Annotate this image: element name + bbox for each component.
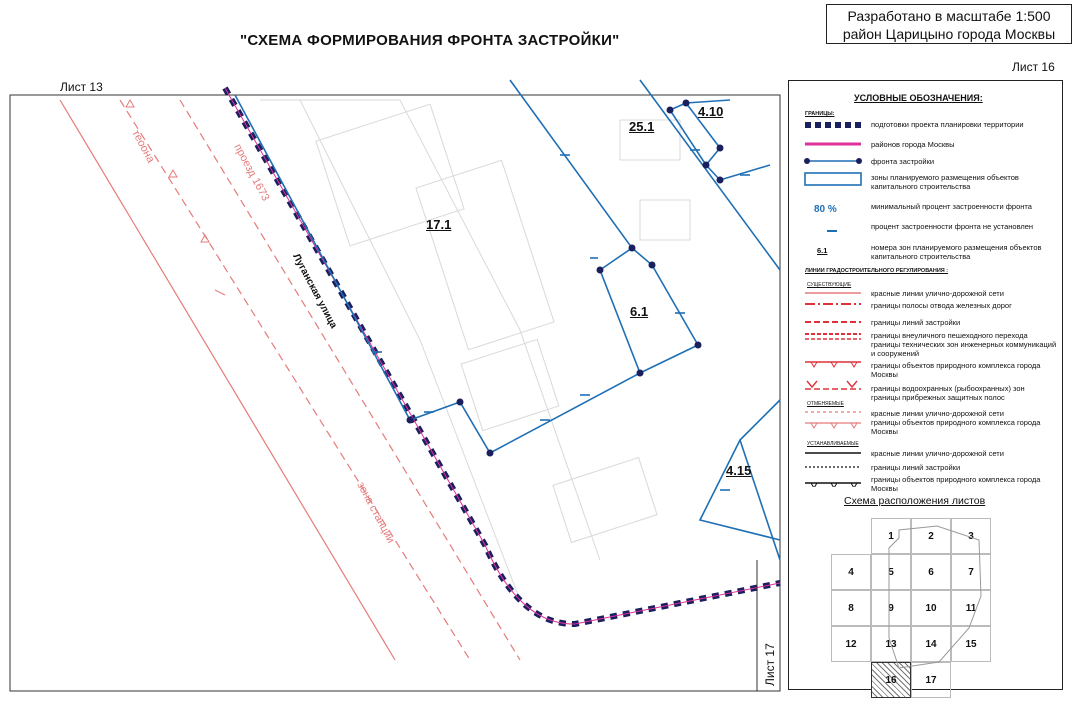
background-buildings bbox=[260, 99, 691, 601]
legend-item-districts: районов города Москвы bbox=[871, 140, 955, 149]
sheet-cell: 15 bbox=[951, 626, 991, 662]
zone-label-25-1: 25.1 bbox=[629, 119, 655, 134]
sheet-layout-outline bbox=[888, 525, 982, 669]
district-border bbox=[224, 87, 781, 625]
sheet-number: Лист 16 bbox=[1012, 60, 1055, 74]
legend-title: УСЛОВНЫЕ ОБОЗНАЧЕНИЯ: bbox=[854, 93, 983, 103]
sheet-cell: 9 bbox=[871, 590, 911, 626]
legend-item-percent-unset: процент застроенности фронта не установл… bbox=[871, 222, 1034, 231]
legend-established-red-lines: красные линии улично-дорожной сети bbox=[871, 449, 1004, 458]
zone-label-17-1: 17.1 bbox=[426, 217, 452, 232]
legend-borders-head: ГРАНИЦЫ: bbox=[805, 111, 835, 117]
sheet-cell: 1 bbox=[871, 518, 911, 554]
sheet-cell: 17 bbox=[911, 662, 951, 698]
sheet-cell: 7 bbox=[951, 554, 991, 590]
legend-item-frontage: фронта застройки bbox=[871, 157, 935, 166]
sheet-label-left: Лист 13 bbox=[60, 80, 103, 94]
sheet-cell: 8 bbox=[831, 590, 871, 626]
legend-lines-head: ЛИНИИ ГРАДОСТРОИТЕЛЬНОГО РЕГУЛИРОВАНИЯ : bbox=[805, 268, 949, 274]
legend-existing-nature: границы объектов природного комплекса го… bbox=[871, 361, 1041, 379]
red-lines bbox=[59, 99, 521, 661]
legend-established-building-lines: границы линий застройки bbox=[871, 463, 961, 472]
zone-label-4-15: 4.15 bbox=[726, 463, 752, 478]
sheet-cell: 10 bbox=[911, 590, 951, 626]
scale-line: Разработано в масштабе 1:500 bbox=[847, 8, 1051, 24]
legend-existing-coastal: границы прибрежных защитных полос bbox=[871, 393, 1005, 402]
legend-symbol-percent: 80 % bbox=[814, 204, 837, 215]
sheet-cell: 6 bbox=[911, 554, 951, 590]
legend-cancelled-red-lines: красные линии улично-дорожной сети bbox=[871, 409, 1004, 418]
sheet-cell: 3 bbox=[951, 518, 991, 554]
legend-symbols-top bbox=[804, 122, 862, 232]
legend-cancelled-head: ОТМЕНЯЕМЫЕ bbox=[807, 401, 844, 407]
legend-existing-technical: границы технических зон инженерных комму… bbox=[871, 340, 1057, 358]
frontage-vertices bbox=[406, 99, 724, 457]
sheet-cell: 11 bbox=[951, 590, 991, 626]
legend-existing-water: границы водоохранных (рыбоохранных) зон bbox=[871, 384, 1025, 393]
legend-existing-pedestrian: границы внеуличного пешеходного перехода bbox=[871, 331, 1028, 340]
zone-label-6-1: 6.1 bbox=[630, 304, 649, 319]
zone-boundaries bbox=[234, 79, 781, 561]
sheet-cell: 12 bbox=[831, 626, 871, 662]
legend-cancelled-nature: границы объектов природного комплекса го… bbox=[871, 418, 1041, 436]
legend-existing-building-lines: границы линий застройки bbox=[871, 318, 961, 327]
scale-box: Разработано в масштабе 1:500 район Цариц… bbox=[826, 4, 1072, 44]
legend-symbol-zone-number: 6.1 bbox=[817, 246, 828, 255]
legend-established-head: УСТАНАВЛИВАЕМЫЕ bbox=[807, 441, 859, 447]
legend-symbols-lines bbox=[805, 292, 861, 487]
zone-label-4-10: 4.10 bbox=[698, 104, 724, 119]
sheet-label-right: Лист 17 bbox=[763, 643, 777, 686]
red-triangles bbox=[125, 98, 226, 296]
sheet-layout-title: Схема расположения листов bbox=[844, 495, 986, 507]
sheet-cell: 4 bbox=[831, 554, 871, 590]
legend-item-zone-numbers: номера зон планируемого размещения объек… bbox=[871, 243, 1042, 261]
district-line: район Царицыно города Москвы bbox=[842, 26, 1056, 42]
legend-item-planning: подготовки проекта планировки территории bbox=[871, 120, 1024, 129]
sheet-cell: 2 bbox=[911, 518, 951, 554]
legend-item-min-percent: минимальный процент застроенности фронта bbox=[871, 202, 1032, 211]
planning-border bbox=[222, 86, 781, 628]
legend-established-nature: границы объектов природного комплекса го… bbox=[871, 475, 1041, 493]
legend-existing-railway: границы полосы отвода железных дорог bbox=[871, 301, 1012, 310]
front-ticks bbox=[372, 149, 750, 491]
sheet-cell-current: 16 bbox=[871, 662, 911, 698]
legend-existing-head: СУЩЕСТВУЮЩИЕ bbox=[807, 282, 852, 288]
map-title: "СХЕМА ФОРМИРОВАНИЯ ФРОНТА ЗАСТРОЙКИ" bbox=[240, 32, 620, 49]
sheet-cell: 14 bbox=[911, 626, 951, 662]
legend-panel: УСЛОВНЫЕ ОБОЗНАЧЕНИЯ: ГРАНИЦЫ: подготовк… bbox=[788, 80, 1063, 698]
legend-item-zones: зоны планируемого размещения объектов ка… bbox=[871, 173, 1019, 191]
sheet-layout-grid: 1 2 3 4 5 6 7 8 9 10 11 12 13 14 15 16 1… bbox=[829, 518, 1034, 698]
legend-existing-red-lines: красные линии улично-дорожной сети bbox=[871, 289, 1004, 298]
sheet-cell: 5 bbox=[871, 554, 911, 590]
